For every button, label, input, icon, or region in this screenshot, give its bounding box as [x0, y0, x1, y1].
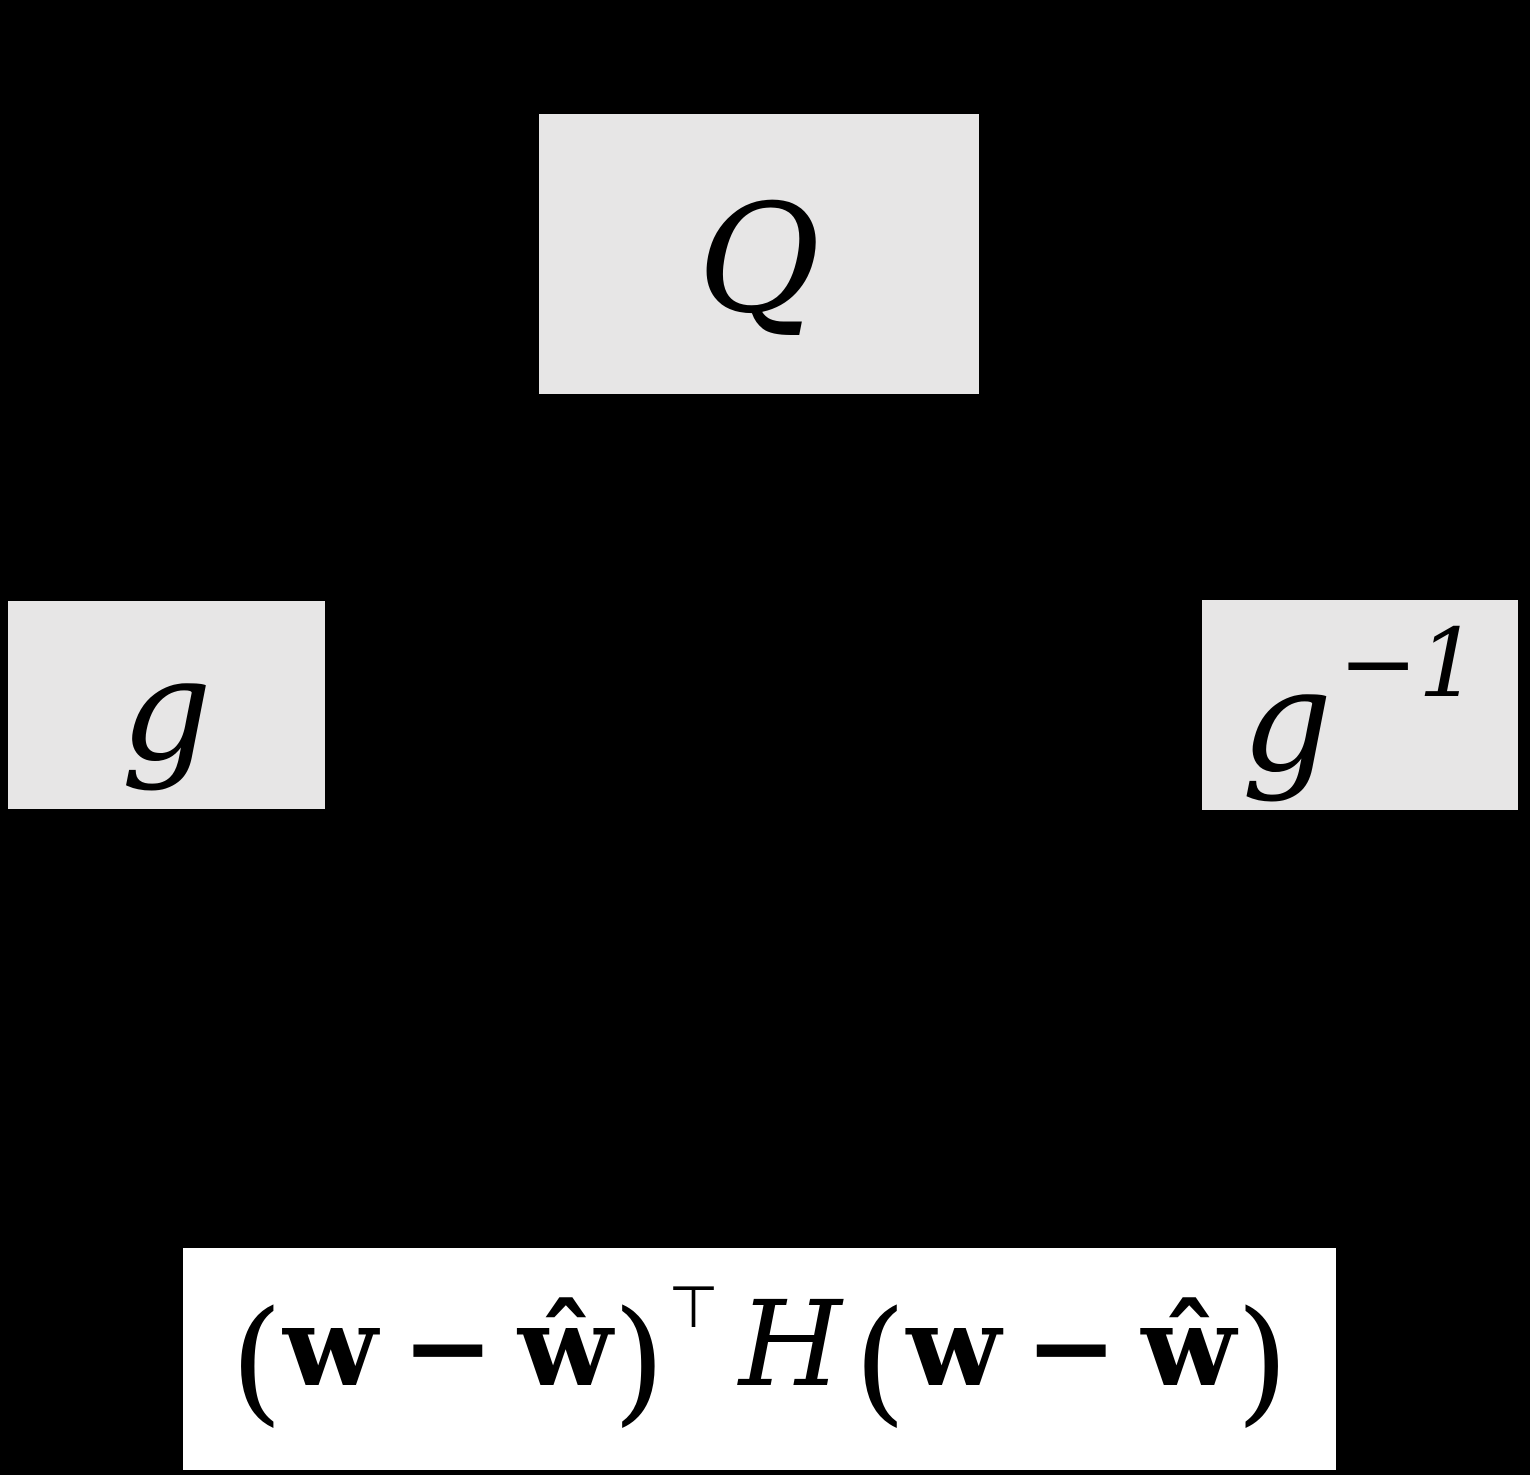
w-vector-2: w — [906, 1282, 1002, 1411]
inverse-transform-label: g−1 — [1242, 617, 1479, 793]
right-paren-2: ) — [1235, 1282, 1289, 1439]
minus-operator-1: − — [401, 1282, 494, 1411]
node-transform-g: g — [8, 601, 325, 809]
node-inverse-transform: g−1 — [1202, 600, 1518, 810]
transpose-symbol: ⊤ — [668, 1273, 719, 1341]
quantization-label: Q — [697, 173, 821, 347]
w-hat-vector-2: ŵ — [1141, 1282, 1236, 1411]
right-paren-1: ) — [612, 1282, 666, 1439]
transform-g-label: g — [121, 628, 212, 793]
quadratic-form-formula: (w−ŵ)⊤H(w−ŵ) — [230, 1278, 1288, 1428]
w-vector-1: w — [283, 1282, 378, 1411]
hessian-symbol: H — [738, 1275, 842, 1413]
w-hat-vector-1: ŵ — [517, 1282, 613, 1411]
minus-operator-2: − — [1025, 1282, 1118, 1411]
left-paren-2: ( — [853, 1282, 907, 1439]
inverse-transform-base: g — [1241, 639, 1333, 804]
formula-box: (w−ŵ)⊤H(w−ŵ) — [183, 1248, 1336, 1470]
node-quantization: Q — [539, 114, 979, 394]
left-paren-1: ( — [230, 1282, 284, 1439]
inverse-transform-exponent: −1 — [1338, 609, 1479, 719]
